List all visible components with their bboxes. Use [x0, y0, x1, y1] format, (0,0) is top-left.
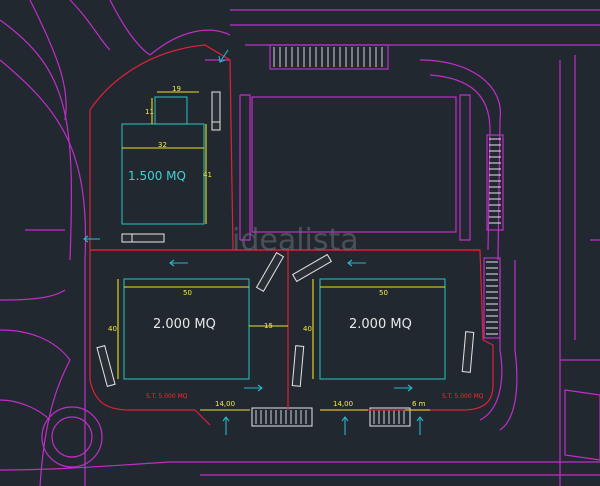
arrow-icon	[83, 235, 100, 243]
access-right-width: 14,00	[333, 400, 353, 408]
area-small: 1.500 MQ	[128, 169, 186, 183]
arrow-icon	[222, 416, 230, 435]
arrow-icon	[169, 259, 188, 267]
arrow-icon	[347, 259, 366, 267]
existing-building	[251, 96, 457, 233]
dim-left-height: 40	[108, 325, 117, 333]
arrow-icon	[218, 49, 229, 63]
building-small	[121, 96, 205, 225]
truck-icon	[461, 331, 475, 373]
traffic-arrows	[83, 49, 424, 435]
truck-icon	[291, 253, 333, 283]
dim-right-height: 40	[303, 325, 312, 333]
truck-icon	[291, 345, 305, 387]
building-right	[319, 278, 446, 380]
parking-stripes	[251, 44, 504, 427]
arrow-icon	[416, 416, 424, 435]
dim-small-top: 19	[172, 85, 181, 93]
arrow-icon	[394, 384, 413, 392]
lot-right-label: S.T. 5.000 MQ	[442, 393, 484, 400]
access-right-small: 6 m	[412, 400, 426, 408]
arrow-icon	[341, 416, 349, 435]
truck-icon	[96, 345, 116, 387]
dim-left-gap: 15	[264, 322, 273, 330]
area-right: 2.000 MQ	[349, 317, 412, 332]
building-left	[123, 278, 250, 380]
area-left: 2.000 MQ	[153, 317, 216, 332]
dim-small-height: 41	[203, 171, 212, 179]
dimension-lines	[117, 91, 445, 379]
dim-right-width: 50	[379, 289, 388, 297]
truck-icon	[121, 233, 165, 243]
lot-boundary	[89, 44, 494, 426]
dim-left-width: 50	[183, 289, 192, 297]
trucks	[96, 91, 475, 387]
watermark: idealista	[232, 223, 359, 258]
dim-small-width: 32	[158, 141, 167, 149]
arrow-icon	[244, 384, 263, 392]
lot-left-label: S.T. 5.000 MQ	[146, 393, 188, 400]
access-left-width: 14,00	[215, 400, 235, 408]
dim-small-step: 11	[145, 108, 154, 116]
truck-icon	[211, 91, 221, 131]
truck-icon	[255, 251, 285, 293]
